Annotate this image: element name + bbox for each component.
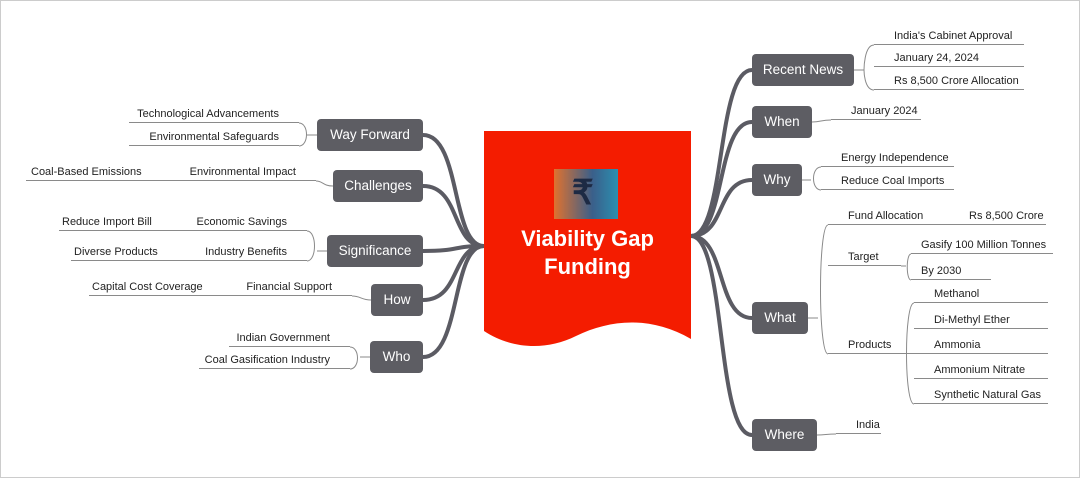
leaf: Indian Government (229, 331, 350, 347)
leaf: January 2024 (831, 104, 921, 120)
node-challenges[interactable]: Challenges (333, 170, 423, 202)
leaf: Reduce Coal Imports (821, 174, 954, 190)
rupee-industry-image: ₹ (554, 169, 618, 219)
node-who[interactable]: Who (370, 341, 423, 373)
node-how[interactable]: How (371, 284, 423, 316)
leaf: Products (828, 338, 914, 354)
leaf: Industry Benefits (181, 245, 307, 261)
node-why[interactable]: Why (752, 164, 802, 196)
leaf: Financial Support (221, 280, 352, 296)
node-what[interactable]: What (752, 302, 808, 334)
node-where[interactable]: Where (752, 419, 817, 451)
leaf: Methanol (914, 287, 1048, 303)
leaf: Environmental Safeguards (129, 130, 299, 146)
node-way-forward[interactable]: Way Forward (317, 119, 423, 151)
node-when[interactable]: When (752, 106, 812, 138)
leaf: Rs 8,500 Crore Allocation (874, 74, 1024, 90)
leaf: Environmental Impact (156, 165, 316, 181)
leaf: Ammonia (914, 338, 1048, 354)
leaf: January 24, 2024 (874, 51, 1024, 67)
leaf: Target (828, 250, 901, 266)
leaf: Gasify 100 Million Tonnes (911, 238, 1053, 254)
leaf: Reduce Import Bill (59, 215, 176, 231)
leaf: Diverse Products (71, 245, 181, 261)
leaf: Rs 8,500 Crore (949, 209, 1046, 225)
leaf: Fund Allocation (828, 209, 949, 225)
leaf: Technological Advancements (129, 107, 299, 123)
node-significance[interactable]: Significance (327, 235, 423, 267)
leaf: Synthetic Natural Gas (914, 388, 1048, 404)
leaf: Energy Independence (821, 151, 954, 167)
leaf: Coal Gasification Industry (199, 353, 350, 369)
leaf: India's Cabinet Approval (874, 29, 1024, 45)
leaf: Ammonium Nitrate (914, 363, 1048, 379)
leaf: Capital Cost Coverage (89, 280, 221, 296)
leaf: Economic Savings (176, 215, 307, 231)
node-recent-news[interactable]: Recent News (752, 54, 854, 86)
leaf: Di-Methyl Ether (914, 313, 1048, 329)
central-shape (484, 131, 691, 347)
leaf: Coal-Based Emissions (26, 165, 156, 181)
leaf: By 2030 (911, 264, 991, 280)
leaf: India (836, 418, 881, 434)
